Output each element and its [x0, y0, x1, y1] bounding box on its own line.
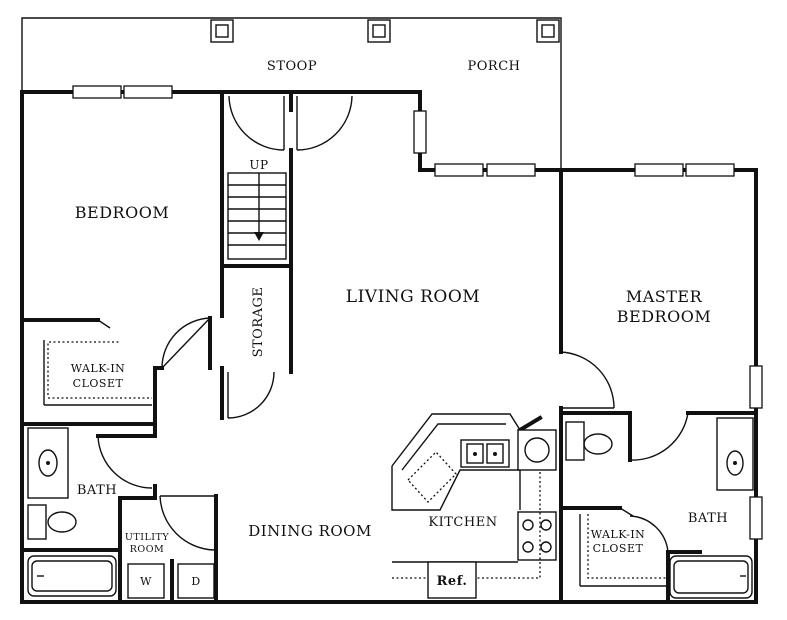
dryer-label: D	[191, 575, 200, 588]
walk-in-closet-right	[579, 514, 666, 587]
refrigerator-label: Ref.	[437, 574, 468, 589]
kitchen-fixtures	[391, 413, 557, 599]
walk-in-closet-left-label-line2: CLOSET	[73, 377, 124, 390]
exterior-walls	[20, 90, 758, 604]
master-bedroom-label-line1: MASTER	[626, 287, 703, 306]
walk-in-closet-right-label-line2: CLOSET	[593, 542, 644, 555]
master-bedroom-label-line2: BEDROOM	[617, 307, 711, 326]
bath-right-label: BATH	[688, 511, 728, 526]
left-bath-fixtures	[27, 427, 117, 597]
storage-label: STORAGE	[251, 287, 266, 358]
bedroom-label: BEDROOM	[75, 203, 169, 222]
washer-label: W	[140, 575, 152, 588]
walk-in-closet-left	[43, 340, 152, 406]
utility-appliances	[127, 563, 215, 599]
doors	[97, 95, 689, 553]
room-labels: STOOP PORCH UP BEDROOM LIVING ROOM STORA…	[71, 59, 728, 589]
walk-in-closet-right-label-line1: WALK-IN	[591, 528, 646, 541]
bath-left-label: BATH	[77, 483, 117, 498]
utility-room-label-line2: ROOM	[130, 544, 164, 555]
dining-room-label: DINING ROOM	[248, 522, 372, 540]
utility-room-label-line1: UTILITY	[125, 532, 169, 543]
kitchen-label: KITCHEN	[428, 515, 497, 530]
up-label: UP	[249, 158, 268, 172]
walk-in-closet-left-label-line1: WALK-IN	[71, 362, 126, 375]
interior-walls	[20, 90, 758, 604]
windows	[72, 85, 763, 540]
living-room-label: LIVING ROOM	[346, 287, 480, 307]
master-bath-fixtures	[565, 417, 754, 599]
stoop-label: STOOP	[267, 59, 317, 74]
porch-label: PORCH	[468, 59, 521, 74]
stairs	[227, 172, 287, 260]
porch-outline	[21, 17, 562, 168]
